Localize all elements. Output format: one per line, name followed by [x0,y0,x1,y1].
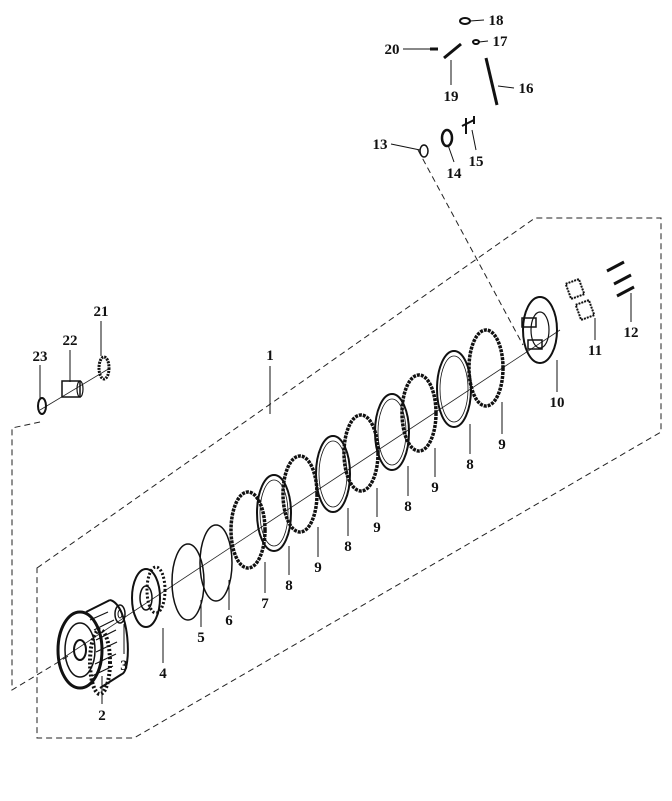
washer-13 [419,144,429,158]
callout-6: 6 [225,613,233,629]
leader-lines [39,19,632,704]
assembly-link-left [11,421,71,691]
clutch-axis [59,329,561,661]
steel-plate-8-a-inner [259,479,289,547]
clutch-bolts [606,260,635,298]
release-lever-19 [443,42,462,60]
callout-11: 11 [588,343,602,359]
wire-ring-5 [171,543,205,621]
oil-seal-17 [472,39,480,45]
callout-7: 7 [261,596,269,612]
friction-plate-9-d [467,328,505,408]
callout-9-c: 9 [431,480,439,496]
assembly-boundary [36,217,662,739]
steel-plate-8-b [315,435,351,513]
friction-plate-9-a [281,454,319,534]
lifter-piece-15 [461,116,475,134]
steel-plate-8-d-inner [439,355,469,423]
friction-plate-9-c [400,373,438,453]
steel-plate-8-c [374,393,410,471]
callout-9-b: 9 [373,520,381,536]
assembly-link-upper [417,149,524,346]
release-shaft-16 [484,57,499,106]
thrust-washer [114,604,126,624]
callout-8-b: 8 [344,539,352,555]
callout-22: 22 [63,333,78,349]
friction-plate-9-b [342,413,380,493]
steel-plate-8-a [256,474,292,552]
callout-13: 13 [373,137,388,153]
friction-plate-7 [229,490,267,570]
clutch-hub [131,565,167,628]
callout-9-d: 9 [498,437,506,453]
steel-plate-8-b-inner [318,440,348,508]
callout-labels: 1 2 3 4 5 6 7 8 9 8 9 8 9 8 9 10 11 12 1… [33,13,639,724]
callout-14: 14 [447,166,463,182]
callout-20: 20 [385,42,400,58]
callout-5: 5 [197,630,205,646]
washer-23 [37,397,47,415]
pressure-plate [521,296,558,364]
wire-ring-6 [199,524,233,602]
clutch-springs [564,277,596,322]
callout-18: 18 [489,13,504,29]
callout-8-d: 8 [466,457,474,473]
callout-10: 10 [550,395,565,411]
steel-plate-8-d [436,350,472,428]
callout-23: 23 [33,349,48,365]
bearing-14 [440,128,454,148]
callout-8-a: 8 [285,578,293,594]
gear-21 [97,355,111,381]
washer-18 [459,17,471,25]
bushing-22 [61,380,84,398]
clutch-housing [56,599,129,696]
callout-9-a: 9 [314,560,322,576]
callout-12: 12 [624,325,639,341]
callout-21: 21 [94,304,109,320]
callout-1: 1 [266,348,274,364]
callout-8-c: 8 [404,499,412,515]
callout-15: 15 [469,154,484,170]
callout-2: 2 [98,708,106,724]
callout-16: 16 [519,81,535,97]
pushrod-axis [39,367,111,411]
callout-4: 4 [159,666,167,682]
callout-19: 19 [444,89,459,105]
callout-17: 17 [493,34,509,50]
callout-3: 3 [120,658,128,674]
